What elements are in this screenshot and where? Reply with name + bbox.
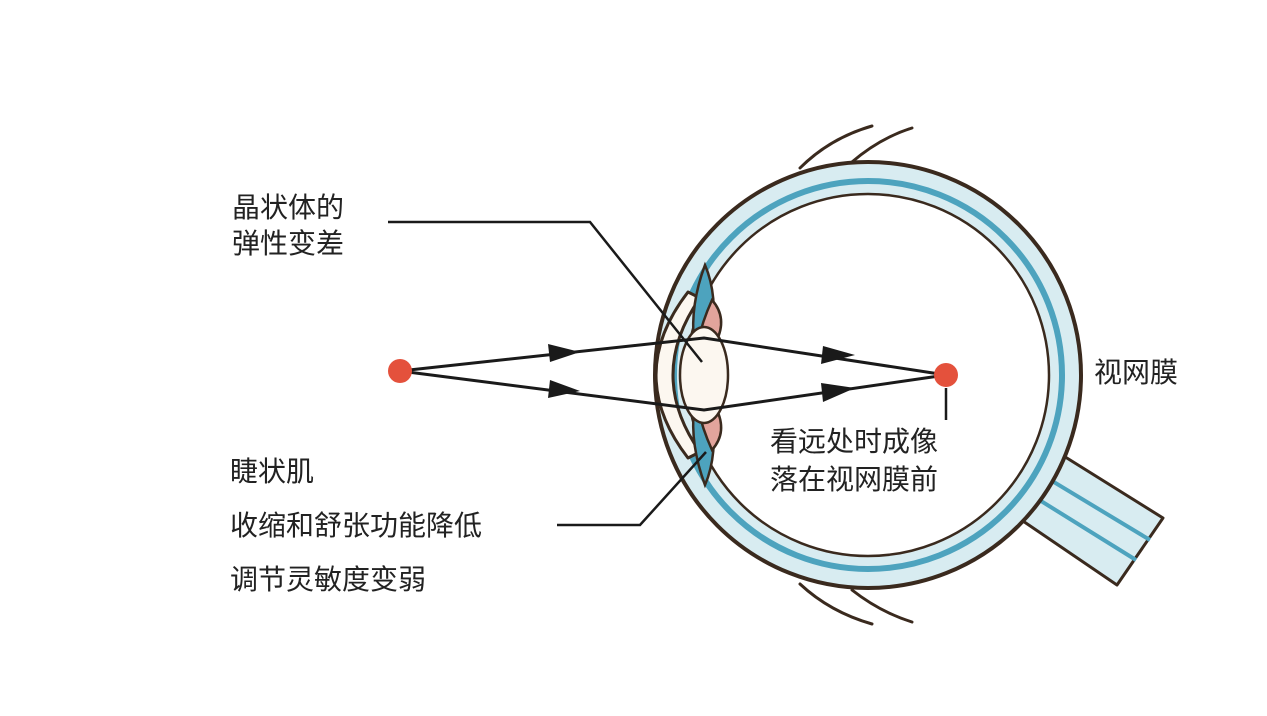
focal-point (934, 363, 958, 387)
arrowhead (821, 383, 855, 402)
ciliary-leader (557, 451, 707, 527)
ciliary-label-line3: 调节灵敏度变弱 (230, 563, 427, 596)
arrowhead (548, 380, 580, 398)
ciliary-label-line2: 收缩和舒张功能降低 (230, 509, 483, 542)
lens-leader (388, 220, 703, 363)
ray-arrowheads (548, 344, 855, 402)
lens-label-line1: 晶状体的 (232, 191, 345, 224)
leader-lines (388, 220, 948, 527)
arrowhead (821, 346, 855, 364)
retina-label: 视网膜 (1094, 356, 1179, 389)
ciliary-label-line1: 睫状肌 (230, 455, 315, 488)
image-label-line1: 看远处时成像 (770, 425, 939, 458)
lens-label-line2: 弹性变差 (232, 227, 345, 260)
light-rays (399, 336, 947, 412)
image-label-line2: 落在视网膜前 (770, 463, 939, 496)
eyelashes (798, 124, 914, 626)
retina-layer (685, 192, 1051, 558)
arrowhead (548, 344, 580, 362)
object-point (388, 359, 412, 383)
